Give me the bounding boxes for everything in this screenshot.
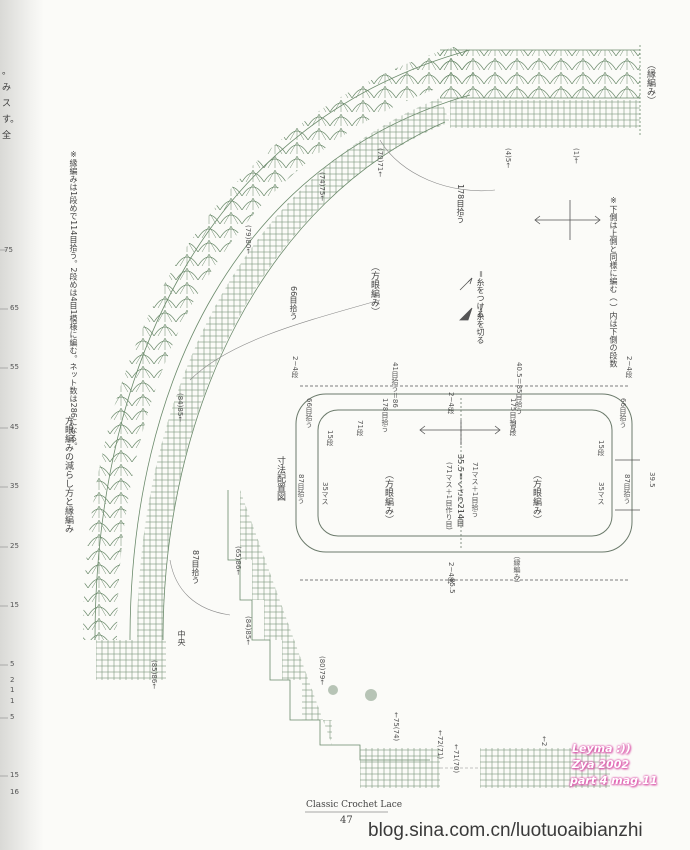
edging-outer-line (94, 49, 471, 641)
filet-inner-line (162, 121, 446, 641)
pickup-178-label: 178目拾う (456, 184, 465, 224)
size-inner-rect (317, 409, 613, 537)
filet-label: （方眼編み） (369, 262, 379, 316)
top-edging-straight (440, 50, 640, 98)
center-label: 中央 (177, 630, 186, 646)
leader-66 (189, 299, 381, 381)
center-arrows (534, 200, 601, 240)
book-title: Classic Crochet Lace (306, 800, 403, 810)
ruler-tick-marks (0, 249, 8, 777)
lower-note: ※下側は上側と同様に編む（ ）内は下側の段数 (609, 196, 618, 368)
lower-stepped-edge (227, 490, 430, 761)
watermark-line-1: Leyma :)) (572, 742, 631, 755)
curved-edging-scallops (83, 43, 475, 641)
left-column-title: 方眼編みの減らし方と縁編み (63, 416, 73, 533)
lower-filet-block (360, 748, 440, 788)
watermark-line-2: Zya 2002 (572, 758, 630, 771)
leader-87 (169, 559, 231, 616)
page-number: 47 (340, 815, 353, 826)
pickup-87-label: 87目拾う (191, 550, 200, 585)
size-diagram-title: 寸法配置図 (275, 456, 285, 501)
left-bottom-filet (96, 640, 166, 680)
leader-178 (379, 139, 496, 192)
edging-inner-line (129, 94, 471, 641)
pickup-66-label: 66目拾う (289, 286, 298, 321)
left-margin-text: 。 み ス す。 全 (2, 67, 20, 141)
top-filet-straight (450, 100, 640, 128)
legend-symbols (459, 277, 473, 321)
edge-note: ※縁編みは1段めで114目拾う。2段めは4目1模様に編む。ネット数は286になる… (69, 150, 78, 450)
curved-filet-band (137, 97, 450, 641)
size-arrows (300, 385, 640, 581)
join-label: ＝糸をつける (476, 270, 485, 318)
book-spine-shadow (0, 0, 44, 850)
size-outer-rect (295, 393, 633, 553)
watermark-line-3: part 4 mag.11 (570, 774, 658, 787)
cut-label: ＝糸を切る (476, 304, 485, 344)
edging-label: （縁編み） (645, 60, 655, 105)
lower-filet-block-right (480, 748, 610, 788)
blog-url: blog.sina.com.cn/luotuoaibianzhi (368, 820, 643, 841)
